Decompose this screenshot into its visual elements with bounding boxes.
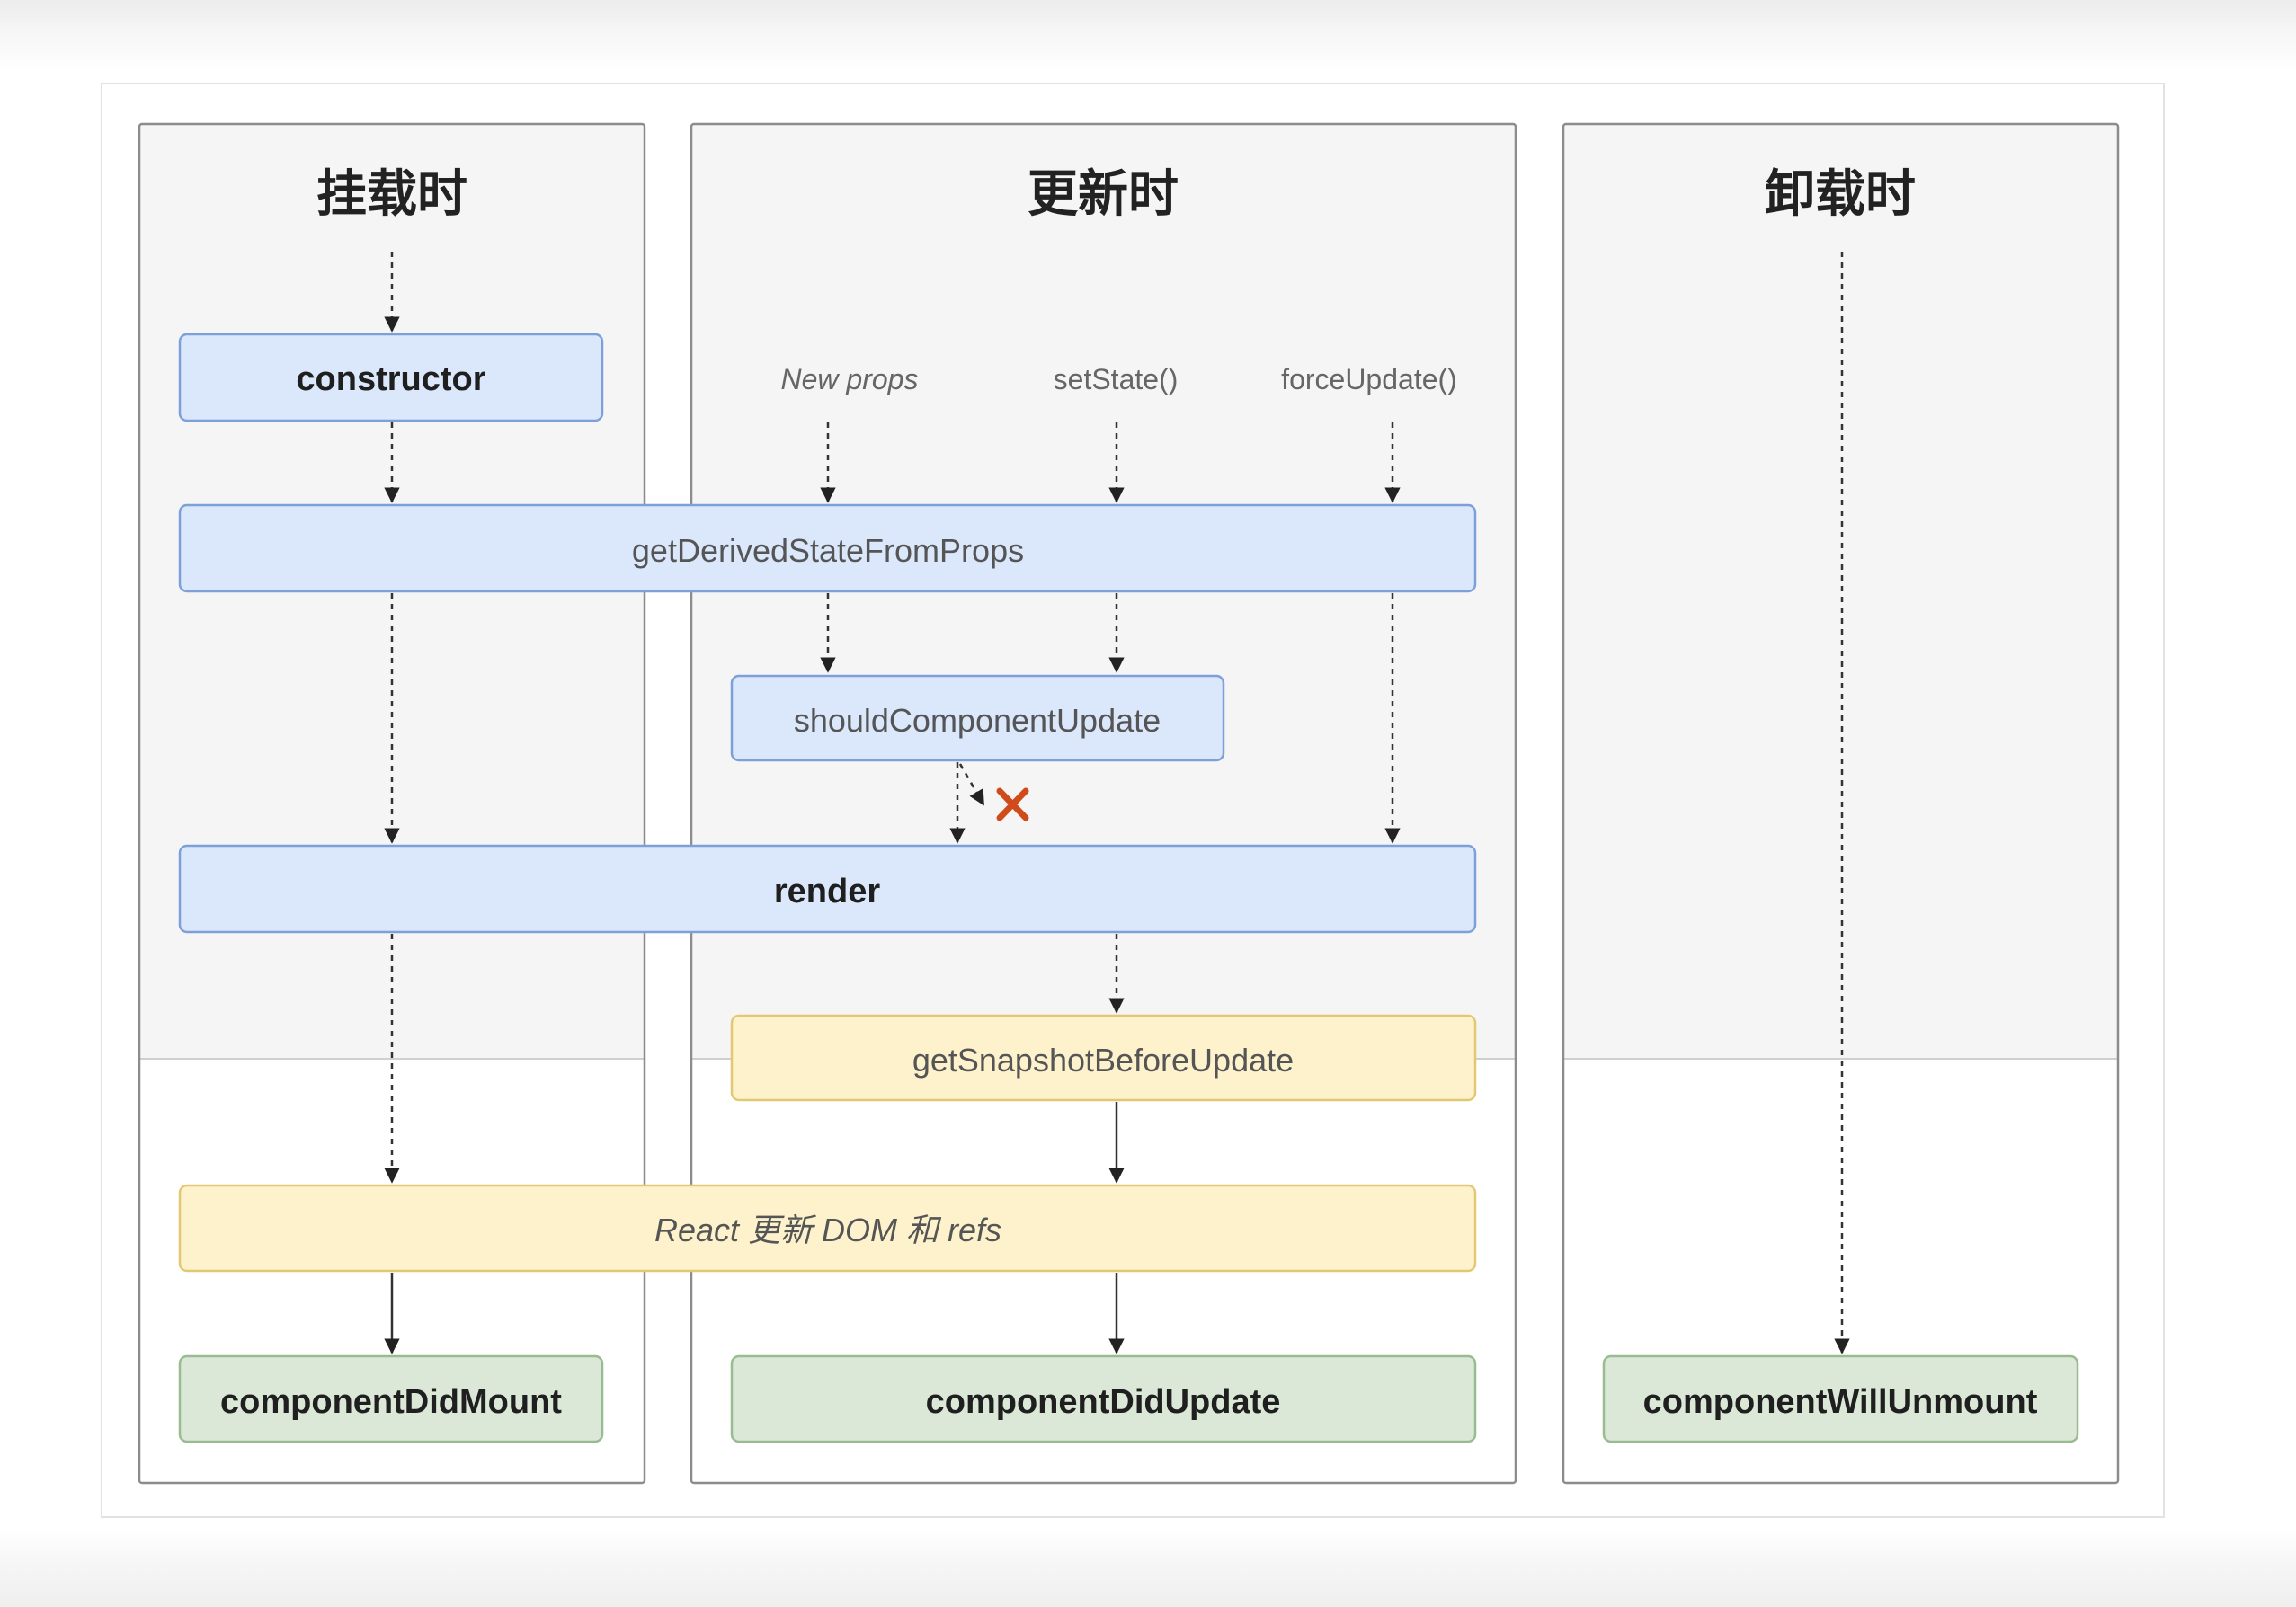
constructor-label: constructor	[296, 360, 485, 398]
render-label: render	[774, 873, 880, 910]
constructor-node: constructor	[178, 333, 604, 422]
component-will-unmount-label: componentWillUnmount	[1643, 1383, 2038, 1421]
blocked-x-icon	[996, 787, 1029, 821]
component-did-update-label: componentDidUpdate	[926, 1383, 1281, 1421]
set-state-trigger: setState()	[1054, 363, 1179, 395]
get-derived-state-from-props-node: getDerivedStateFromProps	[178, 503, 1477, 593]
mount-column-title: 挂载时	[316, 165, 467, 224]
mount-column	[138, 122, 646, 1485]
update-column	[690, 122, 1517, 1485]
component-did-update-node: componentDidUpdate	[730, 1354, 1477, 1443]
new-props-trigger: New props	[781, 363, 919, 395]
component-will-unmount-node: componentWillUnmount	[1602, 1354, 2079, 1443]
blocked-flow-arrow	[958, 763, 985, 806]
should-component-update-label: shouldComponentUpdate	[794, 702, 1161, 739]
get-snapshot-before-update-label: getSnapshotBeforeUpdate	[912, 1042, 1294, 1079]
component-did-mount-node: componentDidMount	[178, 1354, 604, 1443]
component-did-mount-label: componentDidMount	[220, 1383, 562, 1421]
unmount-column	[1562, 122, 2120, 1485]
update-column-title: 更新时	[1028, 165, 1179, 224]
react-updates-dom-node: React 更新 DOM 和 refs	[178, 1184, 1477, 1273]
unmount-column-title: 卸载时	[1765, 165, 1916, 224]
should-component-update-node: shouldComponentUpdate	[730, 674, 1225, 762]
force-update-trigger: forceUpdate()	[1281, 363, 1457, 395]
get-snapshot-before-update-node: getSnapshotBeforeUpdate	[730, 1014, 1477, 1102]
get-derived-state-from-props-label: getDerivedStateFromProps	[632, 532, 1024, 569]
react-updates-dom-label: React 更新 DOM 和 refs	[654, 1212, 1001, 1248]
render-node: render	[178, 844, 1477, 934]
unmount-column-render-phase	[1563, 124, 2118, 1059]
